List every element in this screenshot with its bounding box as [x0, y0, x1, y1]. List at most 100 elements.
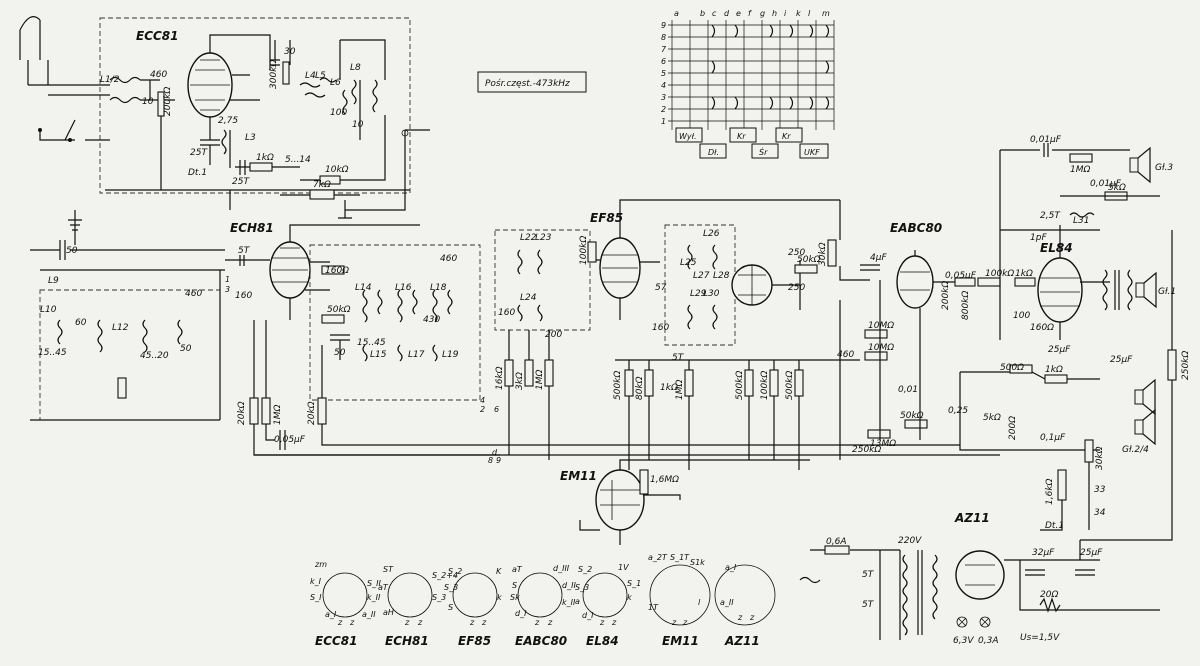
coil-label-l12: L1/2 [100, 75, 120, 85]
resistor-3k [524, 359, 534, 387]
svg-text:EL84: EL84 [586, 634, 619, 648]
svg-text:60: 60 [75, 318, 87, 328]
svg-text:30kΩ: 30kΩ [818, 242, 828, 266]
pilot-lamp-a [956, 616, 968, 628]
svg-text:S_1T: S_1T [670, 553, 690, 562]
svg-text:5: 5 [661, 69, 666, 78]
svg-text:34: 34 [1094, 508, 1106, 518]
svg-text:Sk: Sk [510, 593, 520, 602]
resistor-100k-grid [977, 277, 1001, 287]
if-frequency-note: Pośr.częst.-473kHz [485, 78, 570, 89]
svg-text:z: z [611, 618, 617, 627]
svg-text:20kΩ: 20kΩ [307, 401, 317, 425]
svg-text:Wył.: Wył. [679, 132, 696, 141]
svg-text:4: 4 [661, 81, 666, 90]
svg-text:16kΩ: 16kΩ [495, 366, 505, 390]
svg-text:m: m [822, 9, 830, 18]
svg-text:EF85: EF85 [458, 634, 491, 648]
svg-text:L3: L3 [245, 133, 256, 143]
svg-text:L19: L19 [442, 350, 459, 360]
pilot-lamp-b [979, 616, 991, 628]
resistor-200k-b [954, 277, 976, 287]
svg-text:2: 2 [480, 405, 485, 414]
svg-text:0,05μF: 0,05μF [945, 271, 977, 281]
svg-text:a_II: a_II [362, 610, 376, 619]
resistor-1m-c [684, 369, 694, 397]
svg-text:Us=1,5V: Us=1,5V [1020, 633, 1060, 643]
svg-text:100kΩ: 100kΩ [579, 236, 589, 265]
svg-text:250: 250 [788, 248, 805, 258]
resistor-1k-el84 [1014, 277, 1036, 287]
switch-button-short [729, 127, 757, 143]
svg-text:5kΩ: 5kΩ [983, 413, 1001, 423]
svg-text:8: 8 [661, 33, 666, 42]
svg-text:5T: 5T [862, 600, 875, 610]
svg-text:L24: L24 [520, 293, 537, 303]
svg-text:k: k [497, 593, 502, 602]
svg-text:Śr: Śr [759, 146, 768, 157]
svg-text:15..45: 15..45 [357, 338, 386, 348]
svg-text:z: z [404, 618, 410, 627]
svg-text:1kΩ: 1kΩ [1045, 365, 1063, 375]
svg-text:S1k: S1k [690, 558, 705, 567]
svg-text:L4: L4 [305, 71, 316, 81]
pinout-ecc81: zm k_I S_I a_I z z a_II S_II k_II ECC81 [310, 560, 381, 648]
speaker-gl24-a [1134, 389, 1144, 405]
pinout-em11: a_2T S_1T S1k 1T z z l EM11 [648, 553, 711, 648]
svg-text:L10: L10 [40, 305, 57, 315]
svg-text:Gł.1: Gł.1 [1158, 287, 1176, 297]
svg-text:10: 10 [352, 120, 364, 130]
svg-text:k_I: k_I [310, 577, 322, 586]
svg-text:25μF: 25μF [1110, 355, 1133, 365]
svg-text:aH: aH [383, 608, 394, 617]
svg-text:b: b [700, 9, 705, 18]
tube-el84 [1037, 257, 1083, 323]
antenna-dipole [19, 16, 110, 96]
tube-label-az11: AZ11 [954, 511, 990, 525]
svg-text:L9: L9 [48, 276, 59, 286]
svg-text:20Ω: 20Ω [1040, 590, 1058, 600]
svg-text:f: f [748, 9, 752, 18]
svg-text:1kΩ: 1kΩ [660, 383, 678, 393]
svg-text:0,01μF: 0,01μF [1090, 179, 1122, 189]
svg-text:13MΩ: 13MΩ [870, 439, 896, 449]
svg-text:l: l [698, 598, 701, 607]
input-coil-block [39, 289, 221, 421]
svg-text:50kΩ: 50kΩ [797, 255, 821, 265]
svg-text:d_II: d_II [562, 581, 576, 590]
svg-text:z: z [337, 618, 343, 627]
speaker-gl24-b [1134, 419, 1144, 435]
resistor-10k [319, 175, 341, 185]
svg-text:a_II: a_II [720, 598, 734, 607]
svg-text:d_I: d_I [582, 611, 594, 620]
svg-text:1,6kΩ: 1,6kΩ [1045, 478, 1055, 505]
svg-text:30: 30 [284, 47, 296, 57]
svg-text:250kΩ: 250kΩ [852, 445, 881, 455]
ech81-osc-block [309, 244, 481, 401]
svg-text:z: z [671, 618, 677, 627]
svg-text:L15: L15 [370, 350, 387, 360]
svg-text:1pF: 1pF [1030, 233, 1047, 243]
resistor-10m-b [864, 351, 888, 361]
svg-text:1: 1 [225, 275, 230, 284]
resistor-500k-a [624, 369, 634, 397]
svg-text:200: 200 [545, 330, 562, 340]
svg-text:L31: L31 [1073, 216, 1089, 226]
switch-button-ukf [799, 143, 829, 159]
svg-text:5T: 5T [672, 353, 685, 363]
svg-text:AZ11: AZ11 [724, 634, 760, 648]
svg-text:1V: 1V [618, 563, 629, 572]
svg-text:1T: 1T [648, 603, 659, 612]
svg-text:6,3V: 6,3V [953, 636, 974, 646]
svg-text:1,6MΩ: 1,6MΩ [650, 475, 679, 485]
svg-text:4μF: 4μF [870, 253, 887, 263]
resistor-160 [321, 265, 345, 275]
svg-text:5kΩ: 5kΩ [1108, 183, 1126, 193]
resistor-7k [309, 189, 335, 200]
pinout-el84: S_2 S_3 a d_I z z k S_1 1V EL84 [575, 563, 641, 648]
svg-text:57: 57 [655, 283, 667, 293]
svg-text:L28: L28 [713, 271, 730, 281]
if-frequency-box [477, 71, 587, 93]
svg-text:1MΩ: 1MΩ [675, 380, 685, 400]
svg-text:EABC80: EABC80 [515, 634, 567, 648]
